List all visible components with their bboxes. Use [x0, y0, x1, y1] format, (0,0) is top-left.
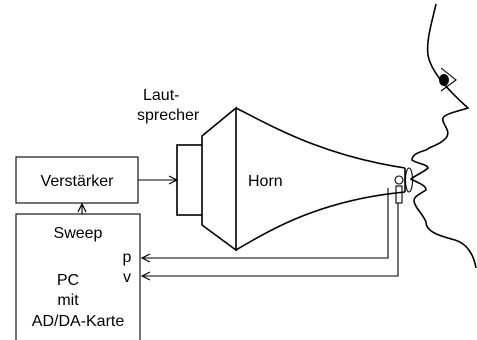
signal-p-label: p	[123, 249, 132, 266]
probe-sensor	[394, 167, 414, 204]
horn: Horn	[235, 107, 406, 251]
pc-card-label: AD/DA-Karte	[32, 313, 125, 330]
sweep-label: Sweep	[54, 225, 103, 242]
amplifier-label: Verstärker	[41, 173, 115, 190]
speaker-label-line2: sprecher	[137, 107, 200, 124]
eye-icon	[439, 67, 457, 92]
signal-v-label: v	[123, 269, 131, 286]
speaker-label-line1: Laut-	[143, 87, 179, 104]
v-signal-line	[142, 203, 399, 276]
p-signal-line	[142, 188, 389, 258]
amplifier-box: Verstärker	[15, 156, 139, 204]
face-profile	[409, 3, 477, 269]
loudspeaker: Laut- sprecher	[137, 87, 237, 252]
pc-mit-label: mit	[57, 292, 79, 309]
pc-box: Sweep PC mit AD/DA-Karte p v	[15, 213, 141, 340]
pc-label: PC	[57, 272, 79, 289]
horn-label: Horn	[248, 173, 283, 190]
